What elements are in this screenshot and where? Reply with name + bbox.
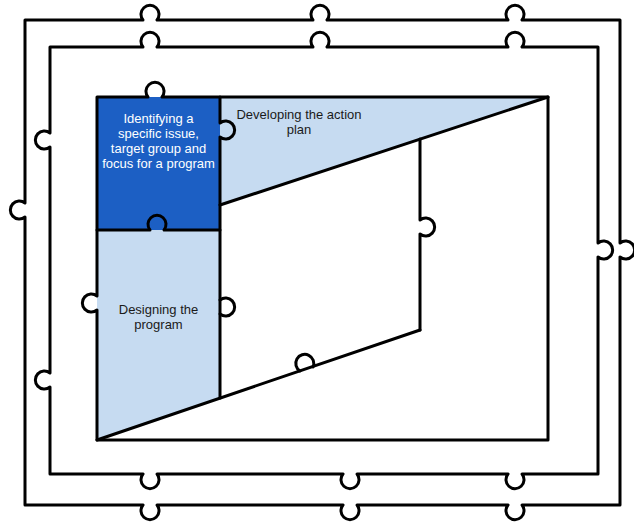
piece-label: Designing the program bbox=[103, 302, 214, 332]
piece-divider bbox=[296, 354, 314, 371]
puzzle-grid-border bbox=[82, 82, 548, 440]
puzzle-piece: Designing the program bbox=[97, 230, 220, 440]
highlighted-piece: Identifying a specific issue, target gro… bbox=[97, 97, 220, 230]
piece-shape bbox=[97, 230, 220, 440]
piece-divider bbox=[220, 97, 548, 205]
piece-fill bbox=[97, 230, 220, 440]
piece-divider bbox=[420, 139, 435, 330]
piece-fill bbox=[220, 97, 548, 205]
piece-divider bbox=[220, 298, 235, 316]
piece-label: Developing the action plan bbox=[234, 107, 364, 137]
outer-frame-edge bbox=[10, 5, 634, 519]
piece-label: Identifying a specific issue, target gro… bbox=[101, 111, 216, 171]
triangle-piece: Developing the action plan bbox=[220, 97, 548, 205]
inner-frame-edge bbox=[35, 32, 612, 488]
